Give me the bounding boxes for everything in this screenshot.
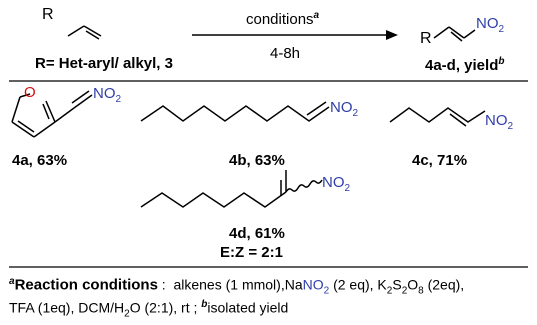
footnote-text-g: O (2:1), rt ; bbox=[129, 299, 202, 316]
conditions-footnote-mark: a bbox=[313, 10, 320, 21]
reactant-caption: R= Het-aryl/ alkyl, 3 bbox=[35, 55, 173, 72]
product-bond-3 bbox=[463, 29, 476, 39]
4b-nitro-label: NO2 bbox=[330, 99, 358, 119]
footnote-text-b: (2 eq), K bbox=[329, 276, 387, 293]
footnote-text-f: TFA (1eq), DCM/H bbox=[9, 299, 125, 316]
4c-yield: 4c, 71% bbox=[412, 152, 468, 169]
reaction-arrow bbox=[192, 30, 398, 40]
reaction-time: 4-8h bbox=[270, 45, 301, 62]
footnote-line-2: TFA (1eq), DCM/H2O (2:1), rt ; bisolated… bbox=[9, 299, 288, 319]
footnote-text-a: alkenes (1 mmol),Na bbox=[169, 276, 303, 293]
conditions-label: conditionsa bbox=[246, 10, 319, 28]
footnote-mark-a: a bbox=[9, 276, 15, 287]
furan-inner-double-2 bbox=[42, 103, 50, 120]
furan-bond-3 bbox=[33, 121, 56, 138]
footnote-line-1: aReaction conditions : alkenes (1 mmol),… bbox=[9, 276, 464, 296]
conditions-text: conditions bbox=[246, 11, 314, 28]
footnote-nitrite-sub: 2 bbox=[323, 285, 330, 297]
reactant-bond-1 bbox=[67, 25, 85, 37]
product-caption-text: 4a-d, yield bbox=[425, 57, 499, 74]
4c-nitro-label: NO2 bbox=[485, 112, 513, 132]
reactant-r-label: R bbox=[42, 6, 54, 23]
product-structure bbox=[433, 26, 476, 42]
4b-nitro-sub: 2 bbox=[352, 108, 359, 119]
footnote-k-sub: 2 bbox=[386, 285, 393, 297]
vinyl-double-bond bbox=[71, 90, 90, 104]
furan-bond-5 bbox=[19, 93, 31, 98]
product-nitro-text: NO bbox=[476, 15, 499, 32]
product-nitro-sub: 2 bbox=[498, 24, 505, 35]
4d-nitro-sub: 2 bbox=[344, 183, 351, 194]
4a-nitro-sub: 2 bbox=[115, 94, 122, 105]
structure-4a bbox=[11, 90, 93, 138]
4b-chain bbox=[140, 105, 330, 122]
4d-chain bbox=[140, 191, 287, 208]
product-caption-footnote-mark: b bbox=[498, 56, 505, 67]
reactant-bond-2 bbox=[83, 25, 102, 37]
vinyl-bond-2 bbox=[73, 94, 93, 109]
4d-wavy-bond bbox=[285, 179, 323, 193]
structure-4d bbox=[140, 170, 323, 208]
furan-inner-double-1 bbox=[17, 120, 35, 133]
footnote-h-sub: 2 bbox=[124, 308, 130, 320]
footnote-mark-b: b bbox=[201, 299, 208, 310]
4d-yield: 4d, 61% bbox=[229, 225, 285, 242]
4c-chain bbox=[389, 107, 486, 123]
footnote-o-sub: 8 bbox=[418, 285, 424, 297]
product-bond-1 bbox=[433, 26, 450, 39]
structure-4c bbox=[389, 107, 486, 127]
4a-nitro-text: NO bbox=[93, 85, 116, 102]
footnote-colon: : bbox=[157, 276, 170, 293]
4a-yield: 4a, 63% bbox=[12, 152, 68, 169]
product-caption: 4a-d, yieldb bbox=[425, 56, 504, 74]
furan-bond-2 bbox=[11, 121, 35, 138]
product-double-bond bbox=[450, 31, 463, 42]
4c-nitro-sub: 2 bbox=[507, 121, 514, 132]
4d-nitro-text: NO bbox=[322, 174, 345, 191]
4b-nitro-text: NO bbox=[330, 99, 353, 116]
footnote-text-h: isolated yield bbox=[207, 299, 289, 316]
footnote-text-d: O bbox=[407, 276, 419, 293]
product-r-label: R bbox=[420, 30, 432, 47]
furan-oxygen: O bbox=[24, 84, 36, 101]
footnote-nitrite: NO bbox=[302, 276, 324, 293]
product-bond-2 bbox=[448, 26, 465, 39]
4d-ratio: E:Z = 2:1 bbox=[220, 244, 283, 261]
4b-double-bond bbox=[306, 101, 327, 116]
reactant-structure bbox=[67, 25, 102, 40]
footnote-title: Reaction conditions bbox=[14, 276, 158, 294]
4c-double-bond bbox=[449, 113, 467, 127]
furan-bond-4 bbox=[45, 100, 56, 123]
4c-nitro-text: NO bbox=[485, 112, 508, 129]
4b-yield: 4b, 63% bbox=[229, 152, 285, 169]
footnote-text-e: (2eq), bbox=[423, 276, 465, 293]
4a-nitro-label: NO2 bbox=[93, 85, 121, 105]
furan-bond-1 bbox=[11, 96, 21, 123]
footnote-s-sub: 2 bbox=[401, 285, 408, 297]
footnote-text-c: S bbox=[392, 276, 402, 293]
4d-nitro-label: NO2 bbox=[322, 174, 350, 194]
vinyl-bond-1 bbox=[54, 107, 75, 123]
reactant-double-bond bbox=[85, 30, 100, 40]
structure-4b bbox=[140, 101, 330, 122]
product-nitro-label: NO2 bbox=[476, 15, 504, 35]
